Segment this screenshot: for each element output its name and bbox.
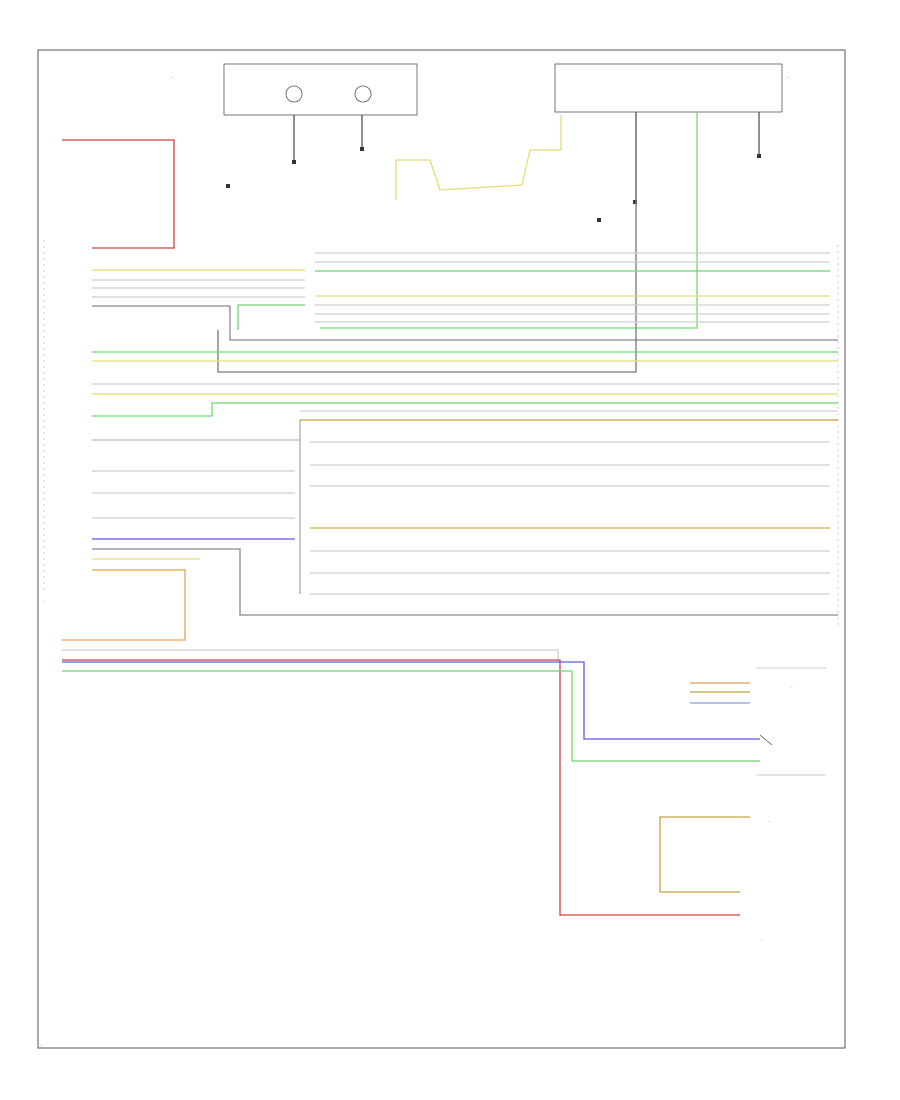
- ground-symbol: [597, 218, 601, 222]
- top-left-module-label: ...: [170, 75, 173, 79]
- wire-light: [62, 649, 559, 660]
- ground-symbol: [757, 154, 761, 158]
- component-symbol: [354, 85, 372, 103]
- wire-tan: [659, 816, 750, 893]
- right-bottom-module-label: ...: [768, 819, 771, 823]
- ground-symbol: [360, 147, 364, 151]
- ground-symbol: [226, 184, 230, 188]
- wire-green: [92, 402, 838, 417]
- ground-symbol: [292, 160, 296, 164]
- bottom-left-module-label: ...: [42, 599, 45, 603]
- wire-red: [62, 659, 740, 916]
- switch-contact: [759, 734, 773, 746]
- component-symbol: [285, 85, 303, 103]
- top-right-module-label: ...: [786, 75, 789, 79]
- wire-orange: [62, 569, 186, 641]
- top-left-component-box: [223, 63, 418, 116]
- wire-green: [320, 112, 698, 329]
- wire-dark: [217, 200, 637, 373]
- wire-green: [237, 304, 305, 330]
- wire-green: [62, 670, 760, 762]
- diagram-frame: [37, 49, 846, 1049]
- ground-symbol: [633, 200, 637, 204]
- bottom-right-caption: ...: [760, 937, 763, 941]
- wire-blue: [62, 661, 760, 740]
- wire-dark: [92, 548, 838, 616]
- right-switch-label: ...: [790, 685, 793, 689]
- wire-dark: [92, 305, 838, 341]
- wire-red: [62, 139, 175, 249]
- wire-yellow: [395, 115, 562, 200]
- top-right-component-box: [554, 63, 783, 113]
- footer-label: ...: [40, 1043, 43, 1047]
